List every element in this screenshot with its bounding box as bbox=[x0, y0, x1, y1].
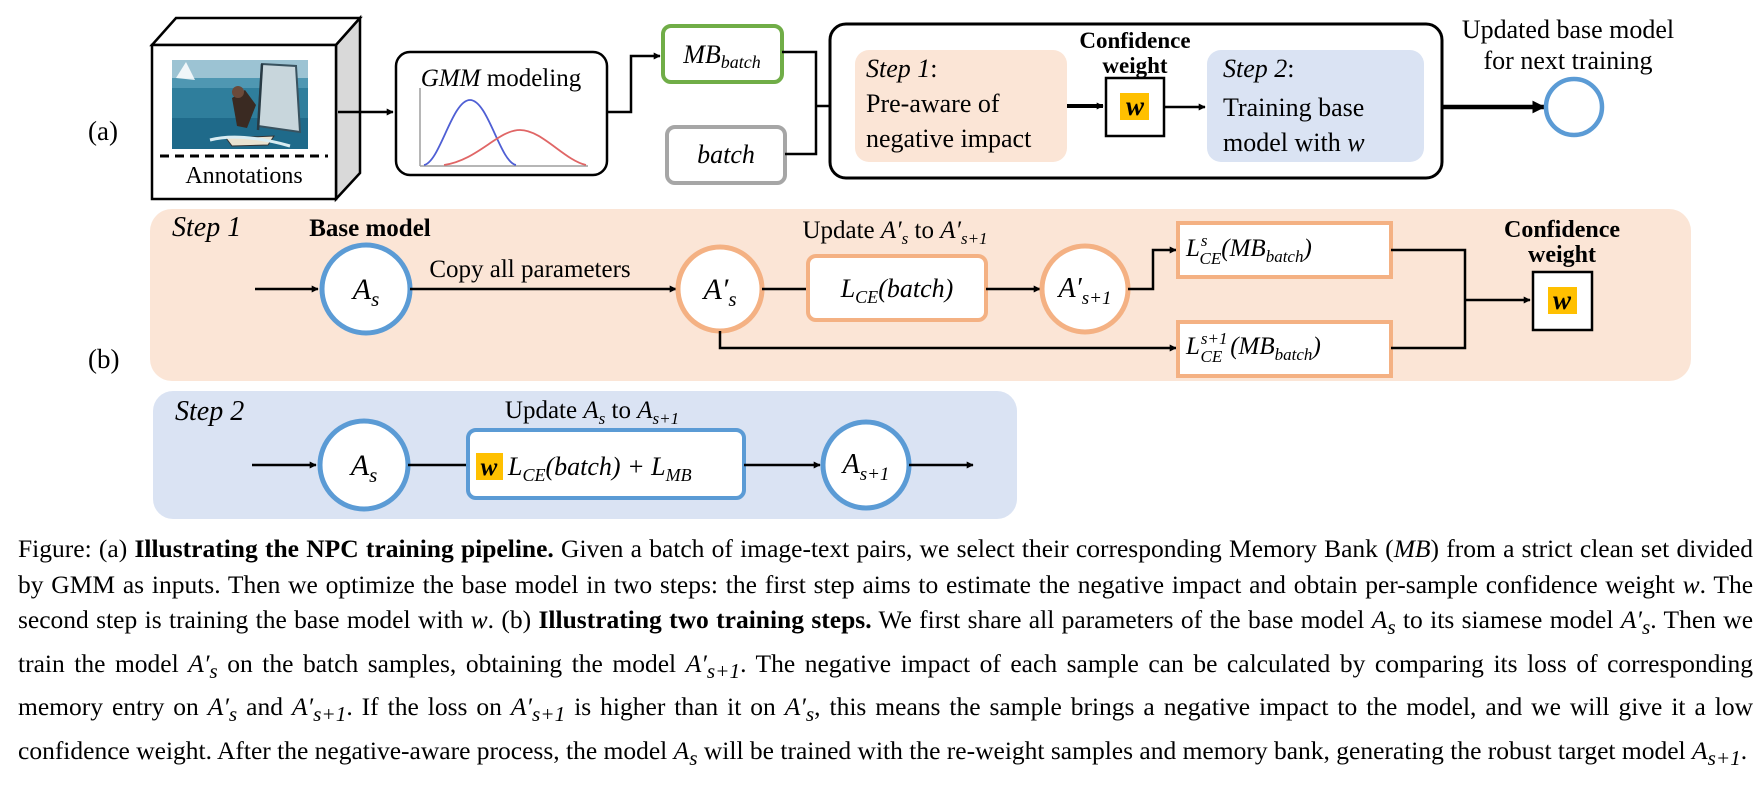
step1-summary-line2: negative impact bbox=[866, 124, 1032, 153]
confidence-weight-title-line1: Confidence bbox=[1079, 28, 1190, 53]
arrow-as-prime-to-loss-s1 bbox=[718, 331, 1177, 352]
weight-highlight bbox=[476, 453, 503, 480]
copy-parameters-label: Copy all parameters bbox=[429, 256, 630, 283]
step2-summary-box: Step 2: Training base model with w bbox=[1207, 50, 1424, 162]
annotations-label: Annotations bbox=[185, 163, 302, 189]
batch-label: batch bbox=[697, 140, 755, 169]
node-as-step1: As bbox=[319, 242, 413, 336]
annotated-dataset-cube: Annotations bbox=[149, 14, 363, 203]
step2-summary-line2: model with w bbox=[1223, 128, 1365, 157]
step1-summary-line1: Pre-aware of bbox=[866, 89, 1000, 118]
confidence-weight-symbol: w bbox=[1126, 91, 1145, 121]
gmm-clean-distribution-curve bbox=[423, 99, 517, 166]
confidence-weight-box: w bbox=[1104, 76, 1166, 138]
loss-batch-box: LCE(batch) bbox=[806, 254, 988, 322]
step1-panel-title: Step 1 bbox=[172, 212, 241, 243]
caption-heading-a: Illustrating the NPC training pipeline. bbox=[134, 534, 554, 563]
windsurfer-photo bbox=[172, 60, 308, 149]
part-b-label: (b) bbox=[88, 344, 119, 374]
step2-summary-line1: Training base bbox=[1223, 93, 1364, 122]
gmm-modeling-box: GMM modeling bbox=[394, 50, 609, 177]
base-model-label: Base model bbox=[309, 215, 431, 242]
svg-text:Ls+1CE(MBbatch): Ls+1CE(MBbatch) bbox=[1185, 329, 1321, 366]
step1-confidence-title-line1: Confidence bbox=[1504, 217, 1620, 243]
npc-pipeline-diagram: (a) Annotations GMM modeling bbox=[88, 14, 1691, 519]
updated-model-label-line2: for next training bbox=[1484, 46, 1653, 75]
mb-batch-box: MBbatch bbox=[661, 24, 784, 84]
updated-model-label-line1: Updated base model bbox=[1462, 15, 1674, 44]
step1-confidence-weight-box: w bbox=[1531, 270, 1594, 332]
node-as1-prime: A′s+1 bbox=[1039, 243, 1131, 335]
confidence-weight-title-line2: weight bbox=[1102, 53, 1168, 78]
weighted-loss-box: w LCE(batch) + LMB bbox=[466, 428, 746, 500]
figure-caption: Figure: (a) Illustrating the NPC trainin… bbox=[18, 534, 1754, 770]
update-as-prime-label: Update A′s to A′s+1 bbox=[802, 217, 987, 248]
caption-heading-b: Illustrating two training steps. bbox=[538, 605, 872, 634]
step1-summary-title: Step 1: bbox=[866, 54, 938, 83]
step1-confidence-weight-symbol: w bbox=[1553, 285, 1572, 315]
svg-text:As: As bbox=[349, 449, 378, 487]
step1-summary-box: Step 1: Pre-aware of negative impact bbox=[855, 50, 1067, 162]
step2-summary-title: Step 2: bbox=[1223, 54, 1295, 83]
part-a-label: (a) bbox=[88, 116, 118, 146]
gmm-noisy-distribution-curve bbox=[443, 129, 587, 166]
step1-confidence-title-line2: weight bbox=[1528, 242, 1596, 268]
gmm-modeling-label: GMM modeling bbox=[421, 65, 582, 92]
step2-panel-title: Step 2 bbox=[175, 396, 244, 427]
merge-line-inputs bbox=[782, 50, 818, 156]
svg-text:w: w bbox=[481, 454, 498, 481]
arrow-gmm-to-mb-batch bbox=[607, 52, 661, 114]
update-as-label: Update As to As+1 bbox=[505, 397, 679, 428]
updated-model-node bbox=[1543, 76, 1605, 138]
node-as1-step2: As+1 bbox=[820, 419, 912, 511]
arrow-as1-prime-to-loss-s bbox=[1128, 246, 1177, 291]
node-as-prime: A′s bbox=[675, 244, 765, 334]
batch-box: batch bbox=[665, 125, 787, 185]
svg-text:LCE(batch): LCE(batch) bbox=[840, 274, 954, 307]
node-as-step2: As bbox=[317, 418, 411, 512]
